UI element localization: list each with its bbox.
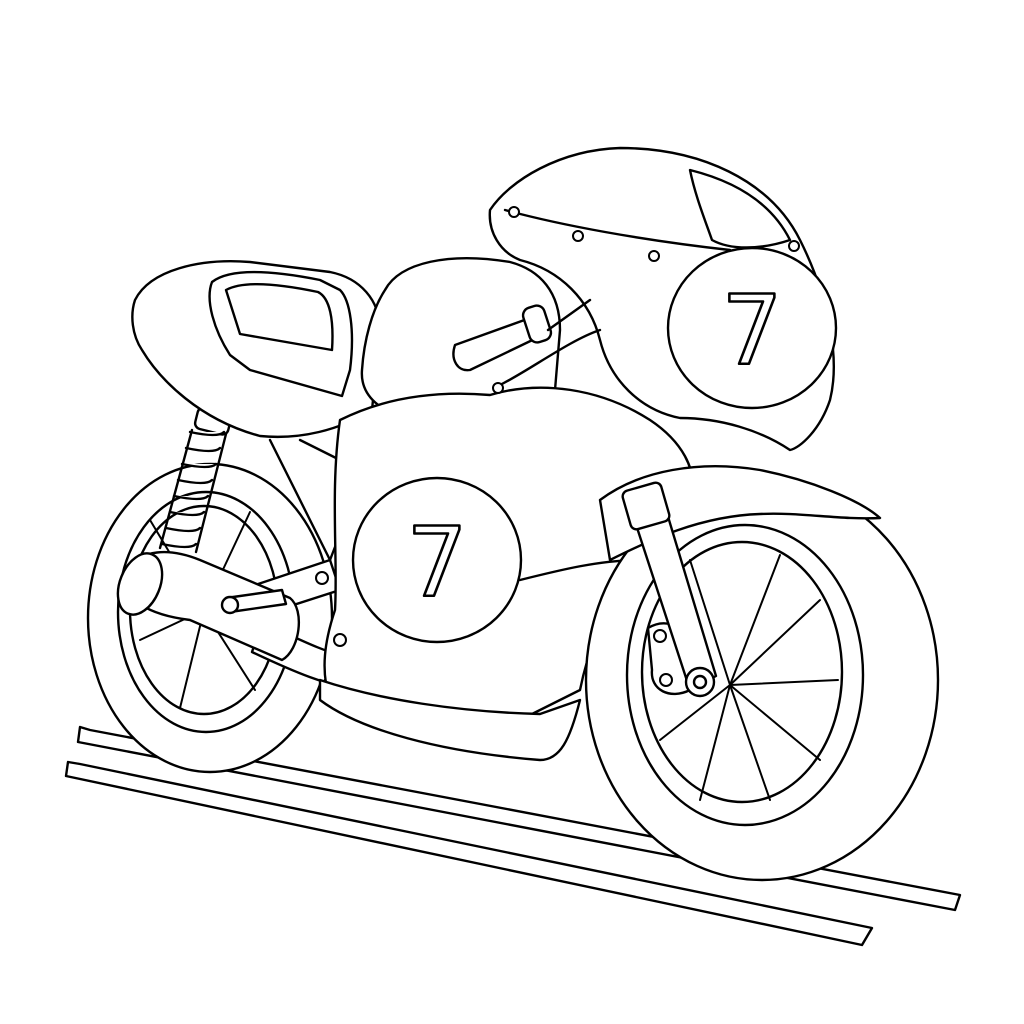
front-spokes (659, 554, 839, 801)
front-wheel (584, 465, 940, 882)
tail-section (131, 260, 382, 439)
muffler-end (116, 552, 164, 616)
grip-end (521, 304, 553, 344)
front-number: 7 (721, 275, 782, 387)
side-number: 7 (406, 507, 467, 619)
front-fender (598, 465, 882, 562)
fork-top (621, 481, 671, 531)
side-number-plate: 7 (351, 476, 523, 644)
rear-shock (158, 406, 233, 554)
seat-inner (224, 282, 334, 352)
fairing-trim (503, 208, 732, 252)
front-fairing: 7 (488, 146, 838, 452)
shock-spring (160, 430, 226, 549)
windscreen (688, 168, 792, 249)
belly-pan (318, 678, 582, 762)
front-number-circle (666, 246, 838, 410)
brake-lever (498, 298, 602, 387)
side-number-circle (351, 476, 523, 644)
ground-stripe-lower (64, 760, 874, 947)
handlebar (452, 298, 602, 394)
